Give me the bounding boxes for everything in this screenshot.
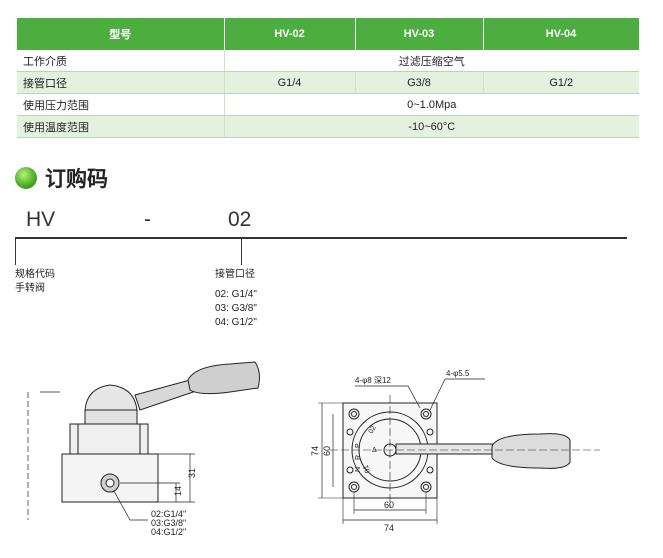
table-row: 工作介质 过滤压缩空气 — [17, 50, 639, 72]
code-value: 02 — [228, 208, 252, 231]
hole-label-counterbore: 4-φ8 深12 — [355, 376, 391, 385]
row-label-medium: 工作介质 — [17, 50, 224, 72]
top-view-drawing — [318, 378, 600, 524]
side-view-drawing — [27, 361, 260, 521]
dim-60-vertical: 60 — [322, 446, 332, 456]
spec-label-line2: 手转阀 — [15, 283, 45, 294]
green-bullet-icon — [15, 167, 37, 189]
dial-text-p: P — [355, 443, 362, 448]
hole-label-through: 4-φ5.5 — [446, 369, 470, 378]
order-code-heading: 订购码 — [15, 165, 108, 191]
header-hv04: HV-04 — [483, 18, 640, 50]
dim-60-horizontal: 60 — [384, 500, 394, 510]
row-label-temperature: 使用温度范围 — [17, 115, 224, 138]
code-prefix: HV — [26, 208, 56, 231]
header-hv02: HV-02 — [224, 18, 356, 50]
port-label: 接管口径 — [215, 269, 255, 280]
spec-leader-line — [15, 239, 16, 265]
row-value-port-04: G1/2 — [482, 71, 639, 94]
dim-74-horizontal: 74 — [384, 523, 394, 533]
port-leader-line — [241, 239, 242, 265]
spec-code-label: 规格代码 手转阀 — [15, 268, 55, 296]
row-value-port-02: G1/4 — [223, 71, 355, 94]
code-separator: - — [144, 208, 151, 231]
dim-74-vertical: 74 — [310, 446, 320, 456]
code-underline — [15, 237, 627, 239]
port-callout-02: 02:G1/4" — [151, 509, 186, 519]
dim-31: 31 — [187, 468, 197, 478]
dial-text-n: N — [355, 467, 362, 472]
row-value-pressure: 0~1.0Mpa — [223, 93, 639, 116]
row-value-medium: 过滤压缩空气 — [223, 50, 639, 72]
spec-label-line1: 规格代码 — [15, 269, 55, 280]
header-hv03: HV-03 — [355, 18, 484, 50]
dial-text-delta: Δ — [372, 447, 377, 454]
table-row: 使用温度范围 -10~60°C — [17, 115, 639, 138]
dial-text-02: 02 — [368, 425, 378, 435]
port-callout-03: 03:G3/8" — [151, 518, 186, 528]
port-option-03: 03: G3/8" — [215, 303, 257, 314]
dim-14: 14 — [173, 486, 183, 496]
row-label-pressure: 使用压力范围 — [17, 93, 224, 116]
dial-text-r: R — [355, 455, 362, 460]
port-options: 接管口径 02: G1/4" 03: G3/8" 04: G1/2" — [215, 268, 257, 330]
table-header-row: 型号 HV-02 HV-03 HV-04 — [17, 18, 640, 50]
row-value-port-03: G3/8 — [354, 71, 483, 94]
port-callout-04: 04:G1/2" — [151, 527, 186, 537]
row-value-temperature: -10~60°C — [223, 115, 639, 138]
order-code-title: 订购码 — [45, 168, 108, 191]
port-option-04: 04: G1/2" — [215, 317, 257, 328]
header-model: 型号 — [17, 18, 225, 50]
spec-table: 型号 HV-02 HV-03 HV-04 工作介质 过滤压缩空气 接管口径 G1… — [17, 18, 640, 138]
row-label-port: 接管口径 — [17, 71, 224, 94]
dial-text-01: 01 — [363, 464, 372, 474]
port-option-02: 02: G1/4" — [215, 289, 257, 300]
table-row: 接管口径 G1/4 G3/8 G1/2 — [17, 71, 639, 94]
table-row: 使用压力范围 0~1.0Mpa — [17, 93, 639, 116]
